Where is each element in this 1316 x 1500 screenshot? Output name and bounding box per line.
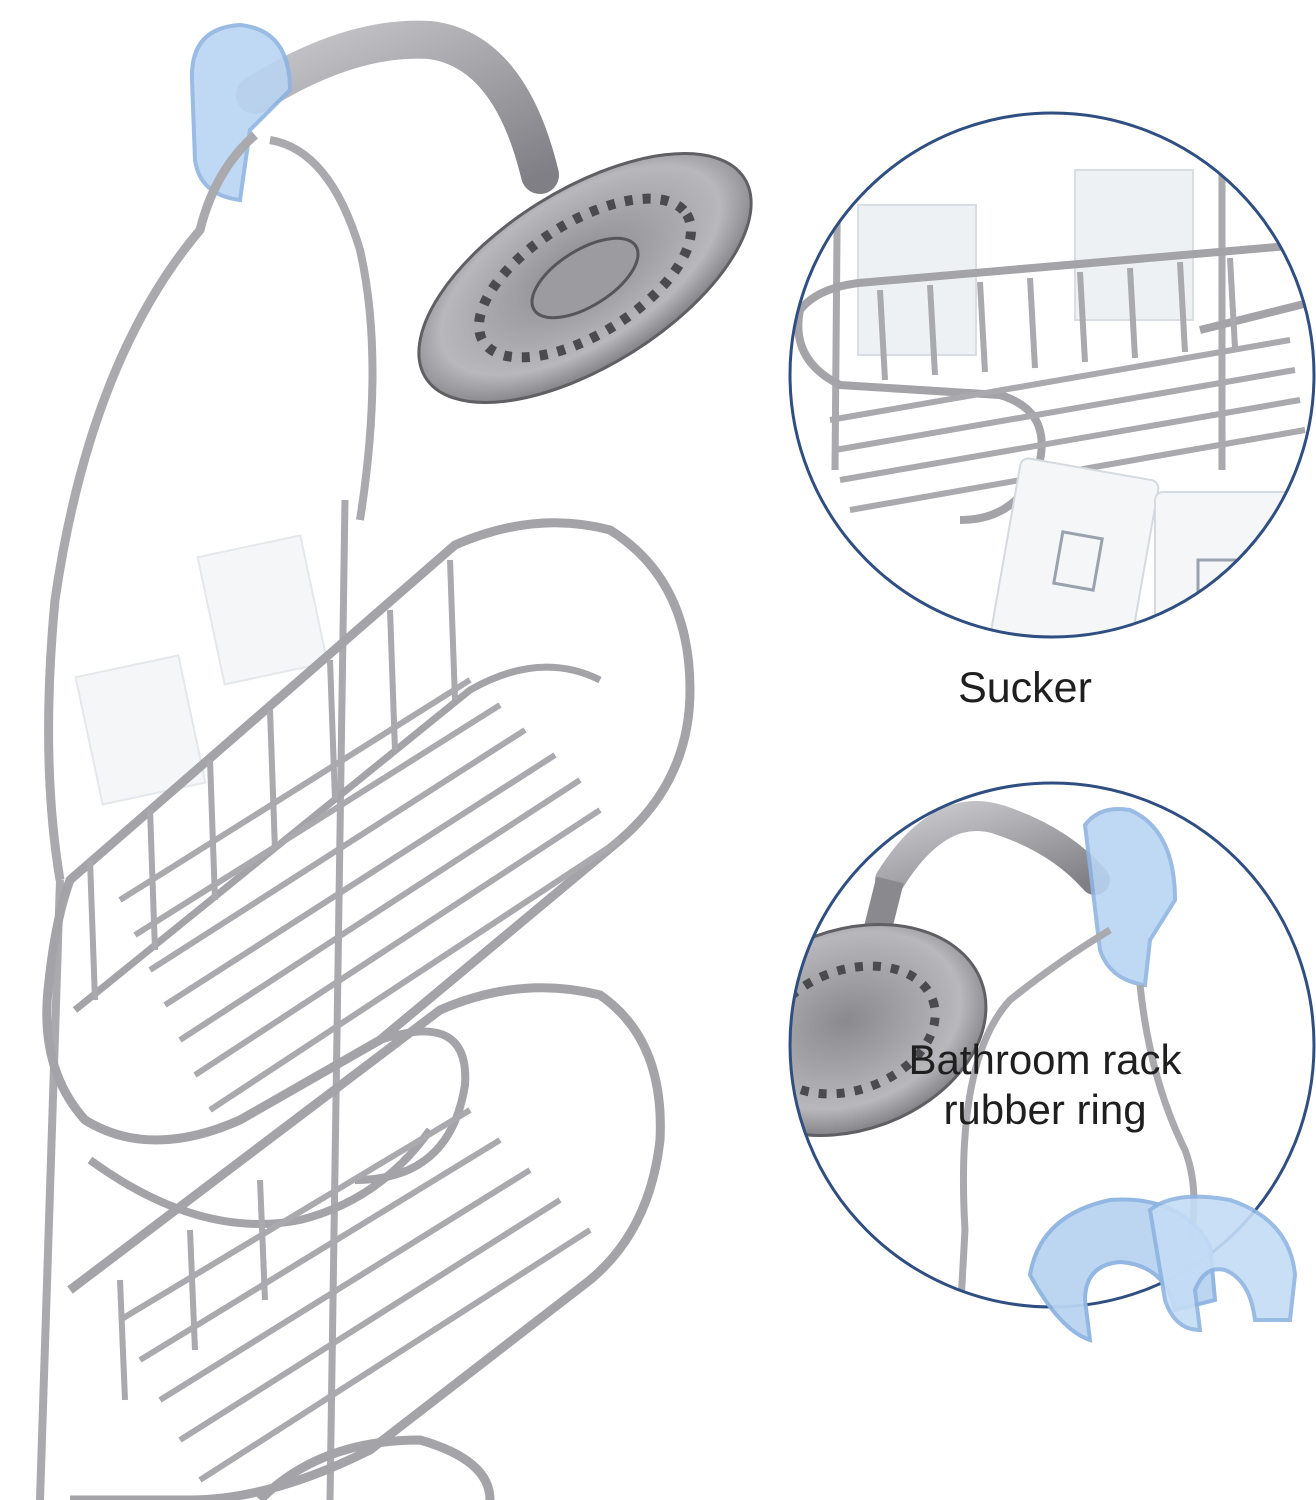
- shower-head-icon: [790, 923, 988, 1137]
- detail-circle-sucker: [788, 111, 1316, 639]
- shower-arm-pipe: [236, 20, 559, 194]
- adhesive-hook-pad-icon: [990, 457, 1160, 637]
- main-caddy: [36, 20, 753, 1500]
- rubber-ring-label: Bathroom rack rubber ring: [850, 1035, 1240, 1135]
- rubber-ring-icon: [1147, 1194, 1298, 1333]
- detail-circle-rubber-ring: [788, 781, 1316, 1343]
- suction-cup-icon: [189, 22, 293, 203]
- rubber-ring-label-line2: rubber ring: [943, 1086, 1147, 1133]
- shower-head-icon: [417, 152, 753, 404]
- wire-basket-icon: [42, 518, 695, 1228]
- suction-cup-icon: [1082, 807, 1178, 988]
- wire-basket-icon: [67, 983, 665, 1500]
- rubber-ring-label-line1: Bathroom rack: [908, 1036, 1182, 1083]
- adhesive-hook-pad-icon: [1154, 491, 1296, 637]
- adhesive-hook-pad-icon: [196, 534, 329, 686]
- sucker-label: Sucker: [958, 664, 1092, 712]
- hanger-wire: [44, 131, 258, 881]
